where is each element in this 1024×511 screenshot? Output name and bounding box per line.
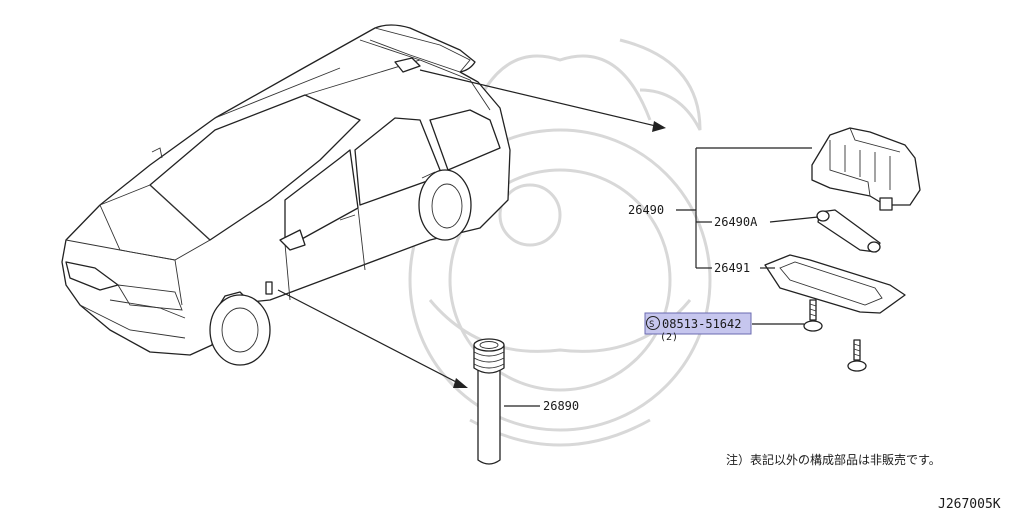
- label-26490A[interactable]: 26490A: [714, 215, 758, 229]
- diagram-code: J267005K: [938, 497, 1001, 511]
- label-screw-qty: (2): [660, 332, 678, 343]
- lens-26491: [764, 254, 906, 314]
- car-illustration: [61, 24, 511, 366]
- screw-highlight[interactable]: [644, 312, 752, 335]
- screw-prefix: S: [649, 320, 654, 330]
- lamp-assembly-26490: [811, 127, 921, 211]
- bulb-26490A: [816, 209, 881, 253]
- leader-lines: [504, 147, 819, 407]
- label-26490[interactable]: 26490: [628, 203, 664, 217]
- footnote: 注）表記以外の構成部品は非販売です。: [726, 452, 941, 467]
- label-26890[interactable]: 26890: [543, 399, 579, 413]
- screw-upper: [803, 299, 823, 332]
- screw-lower: [847, 339, 867, 372]
- arrow-to-lamp: [419, 69, 666, 132]
- label-08513-51642[interactable]: 08513-51642: [662, 317, 741, 331]
- label-26491[interactable]: 26491: [714, 261, 750, 275]
- screw-symbol-icon: [646, 316, 660, 330]
- arrow-to-socket: [277, 289, 468, 388]
- socket-26890: [473, 338, 505, 465]
